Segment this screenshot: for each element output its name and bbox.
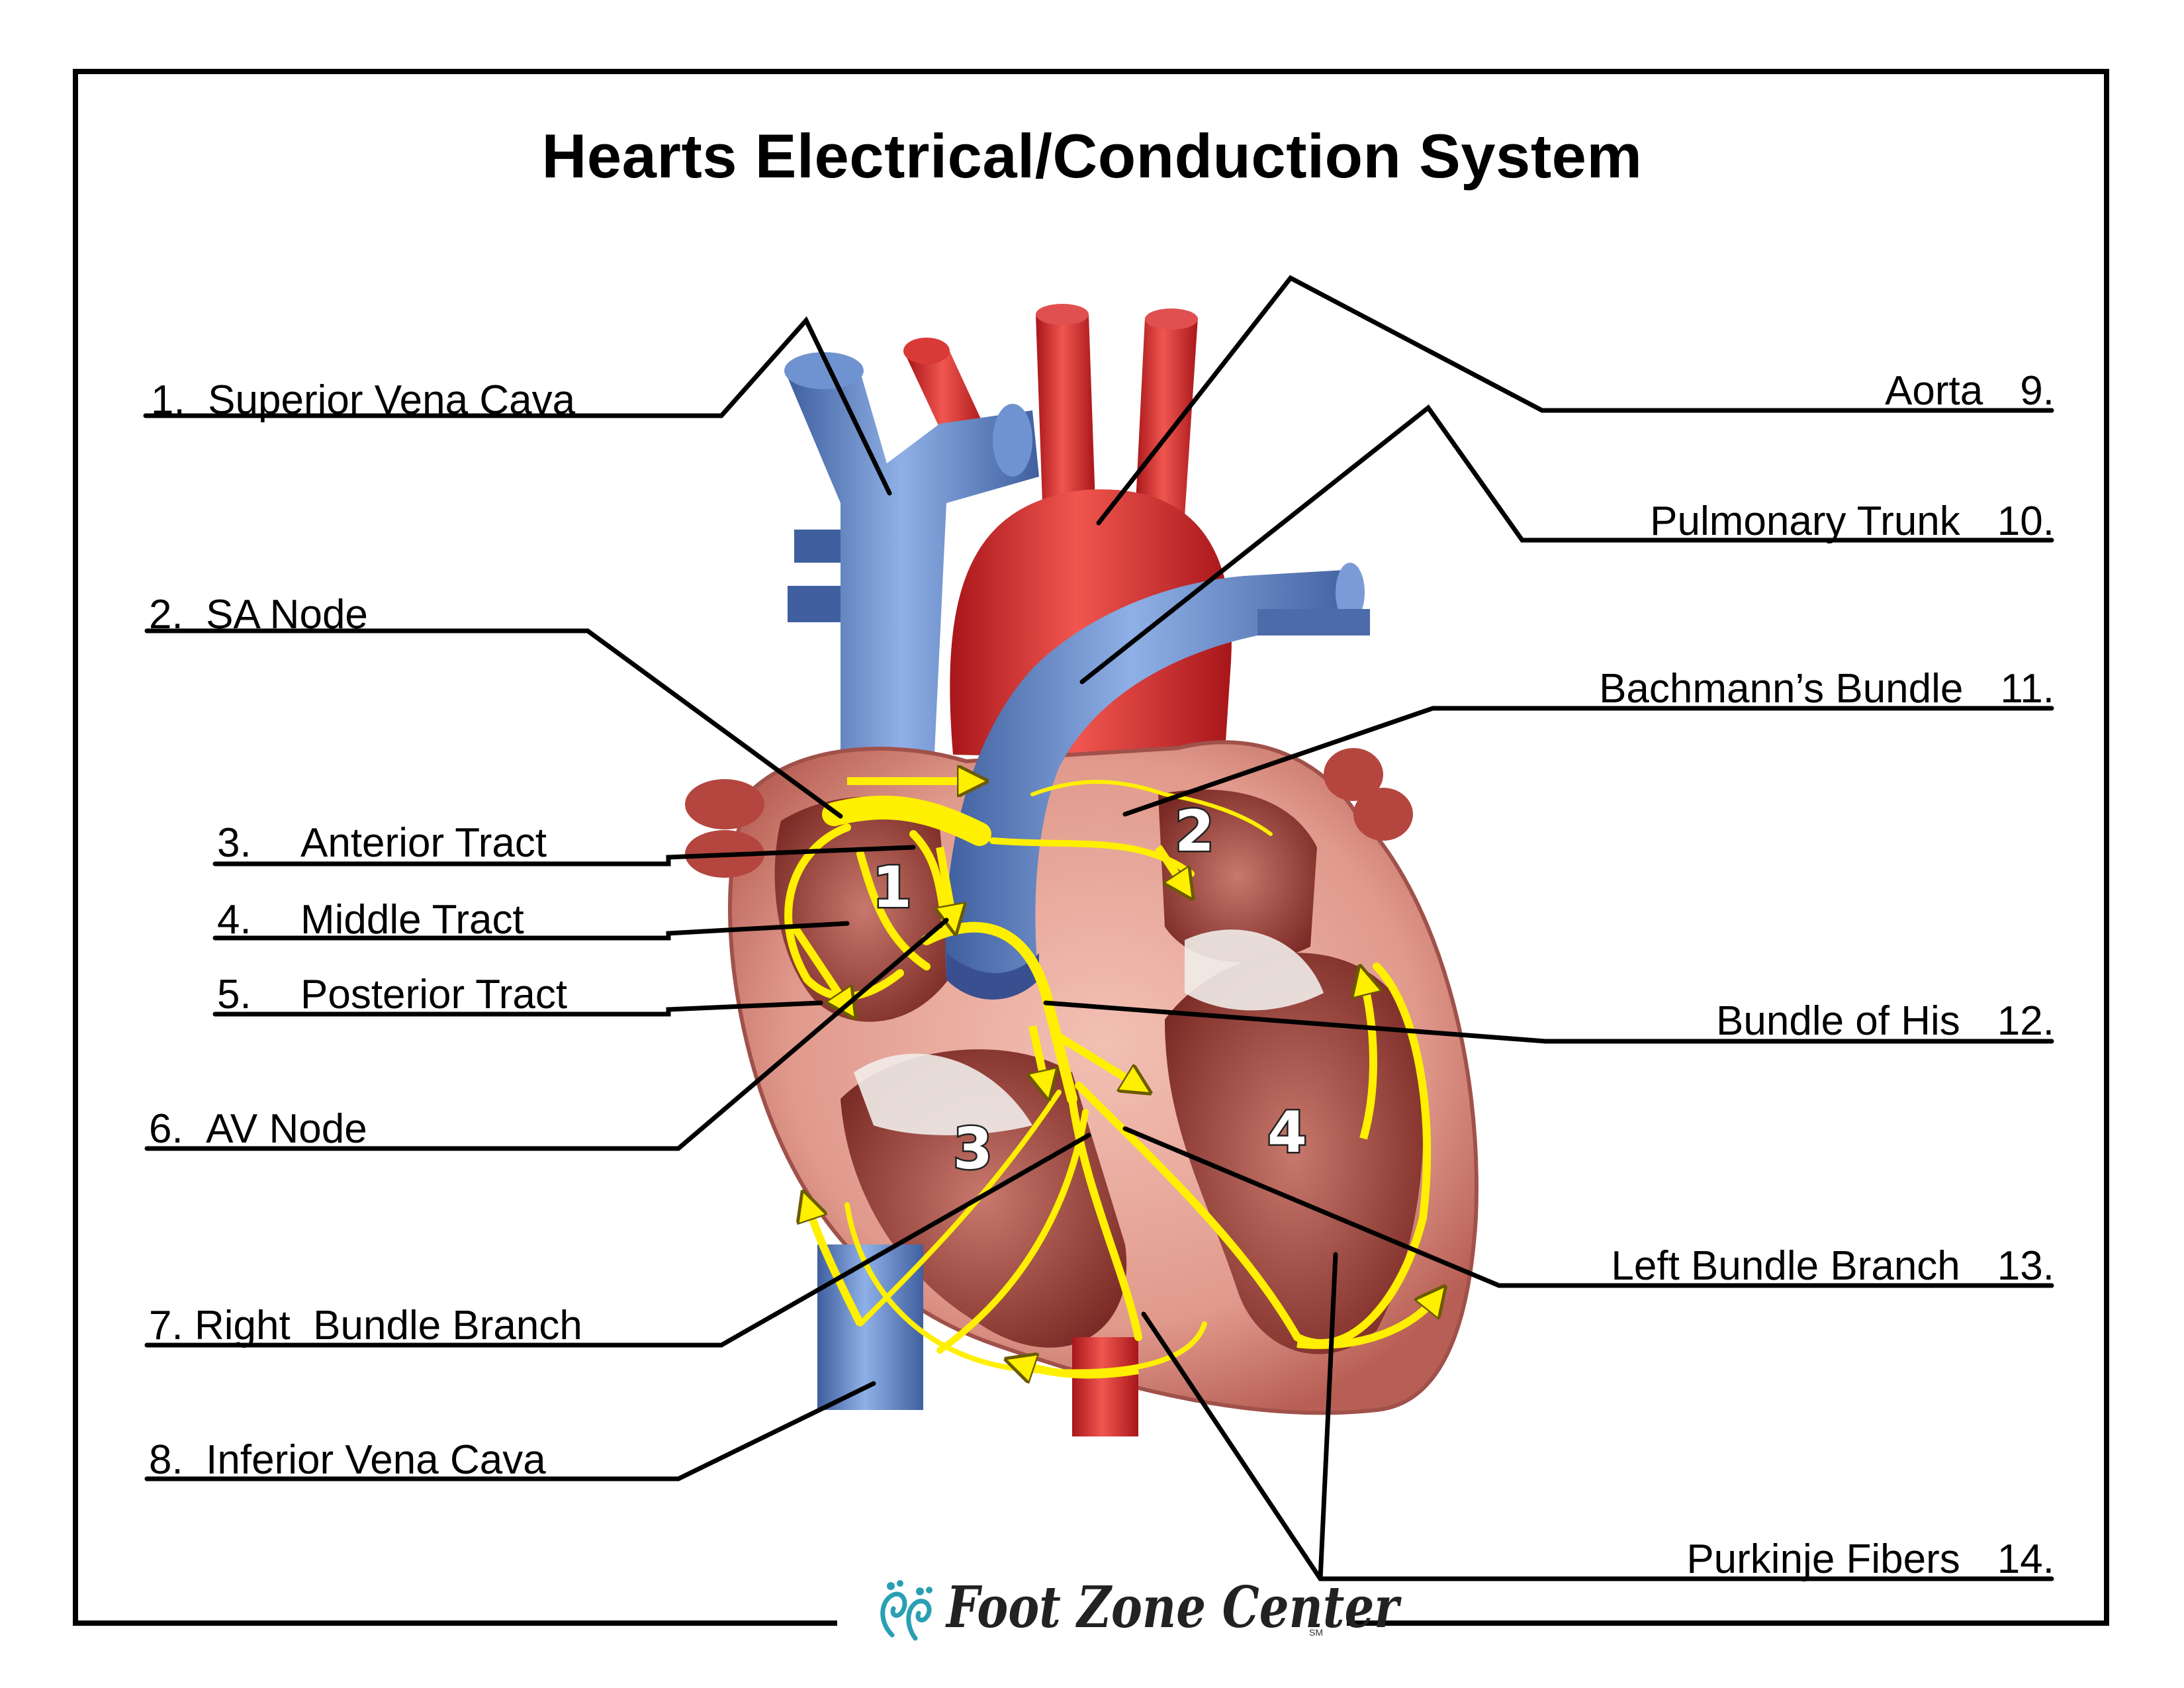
label-text: Posterior Tract: [300, 972, 568, 1017]
leader-pulmonary-trunk: [1079, 404, 2054, 684]
label-number: 6.: [149, 1106, 183, 1152]
label-right-bundle-branch: 7. Right Bundle Branch: [149, 1305, 582, 1346]
chamber-number-4: 4: [1267, 1100, 1307, 1166]
leader-inferior-vena-cava: [144, 1381, 876, 1481]
diagram-title: Hearts Electrical/Conduction System: [541, 121, 1643, 191]
chamber-number-1: 1: [872, 855, 912, 921]
leader-aorta: [1096, 275, 2054, 526]
label-text: Aorta: [1885, 368, 1983, 414]
label-number: 3.: [217, 820, 251, 866]
conduction-pathways: [784, 780, 1432, 1375]
label-text: Bachmann’s Bundle: [1599, 666, 1964, 712]
label-number: 7.: [149, 1303, 183, 1348]
leader-anterior-tract: [212, 845, 916, 867]
label-left-bundle-branch: Left Bundle Branch 13.: [1611, 1246, 2054, 1287]
leader-bachmanns-bundle: [1122, 706, 2054, 817]
leader-sa-node: [144, 628, 843, 819]
label-text: SA Node: [206, 592, 368, 637]
label-av-node: 6. AV Node: [149, 1109, 367, 1150]
leader-posterior-tract: [212, 1000, 823, 1017]
leader-lines: [143, 275, 2054, 1581]
label-number: 10.: [1997, 498, 2054, 544]
label-posterior-tract: 5. Posterior Tract: [217, 974, 567, 1015]
label-text: Bundle of His: [1716, 998, 1960, 1044]
label-pulmonary-trunk: Pulmonary Trunk 10.: [1650, 501, 2054, 542]
label-number: 12.: [1997, 998, 2054, 1044]
frame-gap: [837, 1614, 1347, 1634]
chamber-number-2: 2: [1175, 798, 1214, 865]
chamber-number-3: 3: [953, 1116, 993, 1182]
label-superior-vena-cava: 1. Superior Vena Cava: [151, 380, 575, 421]
label-number: 11.: [2000, 666, 2054, 712]
label-bachmanns-bundle: Bachmann’s Bundle 11.: [1599, 669, 2054, 710]
label-number: 13.: [1997, 1243, 2054, 1289]
label-text: Right Bundle Branch: [194, 1303, 582, 1348]
aortic-arch-branches: [903, 304, 1198, 516]
label-number: 4.: [217, 897, 251, 943]
label-purkinje-fibers: Purkinje Fibers 14.: [1686, 1539, 2054, 1580]
footprint-icon: [880, 1580, 933, 1641]
leader-left-bundle-branch: [1122, 1126, 2054, 1288]
leader-purkinje-fibers: [1141, 1252, 2054, 1581]
conduction-arrows: [791, 781, 1436, 1375]
logo-text: Foot Zone Center: [946, 1574, 1399, 1641]
foot-zone-center-logo: Foot Zone Center SM: [872, 1569, 1398, 1655]
label-number: 5.: [217, 972, 251, 1017]
superior-vena-cava-vessel: [784, 352, 1039, 781]
label-anterior-tract: 3. Anterior Tract: [217, 823, 547, 864]
leader-bundle-of-his: [1043, 1000, 2054, 1044]
label-text: Left Bundle Branch: [1611, 1243, 1960, 1289]
label-number: 8.: [149, 1437, 183, 1483]
label-text: Purkinje Fibers: [1686, 1536, 1960, 1582]
label-number: 2.: [149, 592, 183, 637]
label-number: 9.: [2020, 368, 2054, 414]
label-text: Inferior Vena Cava: [206, 1437, 546, 1483]
label-middle-tract: 4. Middle Tract: [217, 900, 524, 941]
leader-middle-tract: [212, 921, 850, 941]
leader-superior-vena-cava: [143, 316, 892, 496]
label-number: 14.: [1997, 1536, 2054, 1582]
label-aorta: Aorta 9.: [1885, 371, 2054, 412]
label-text: Pulmonary Trunk: [1650, 498, 1960, 544]
logo-service-mark: SM: [1309, 1627, 1323, 1638]
label-sa-node: 2. SA Node: [149, 594, 368, 635]
label-inferior-vena-cava: 8. Inferior Vena Cava: [149, 1440, 546, 1481]
label-number: 1.: [151, 377, 185, 423]
leader-right-bundle-branch: [144, 1133, 1091, 1348]
label-text: Superior Vena Cava: [208, 377, 576, 423]
label-text: AV Node: [206, 1106, 367, 1152]
leader-av-node: [144, 917, 949, 1151]
label-text: Middle Tract: [300, 897, 524, 943]
label-bundle-of-his: Bundle of His 12.: [1716, 1001, 2054, 1042]
pulmonary-trunk-vessel: [945, 563, 1370, 1000]
label-text: Anterior Tract: [300, 820, 547, 866]
